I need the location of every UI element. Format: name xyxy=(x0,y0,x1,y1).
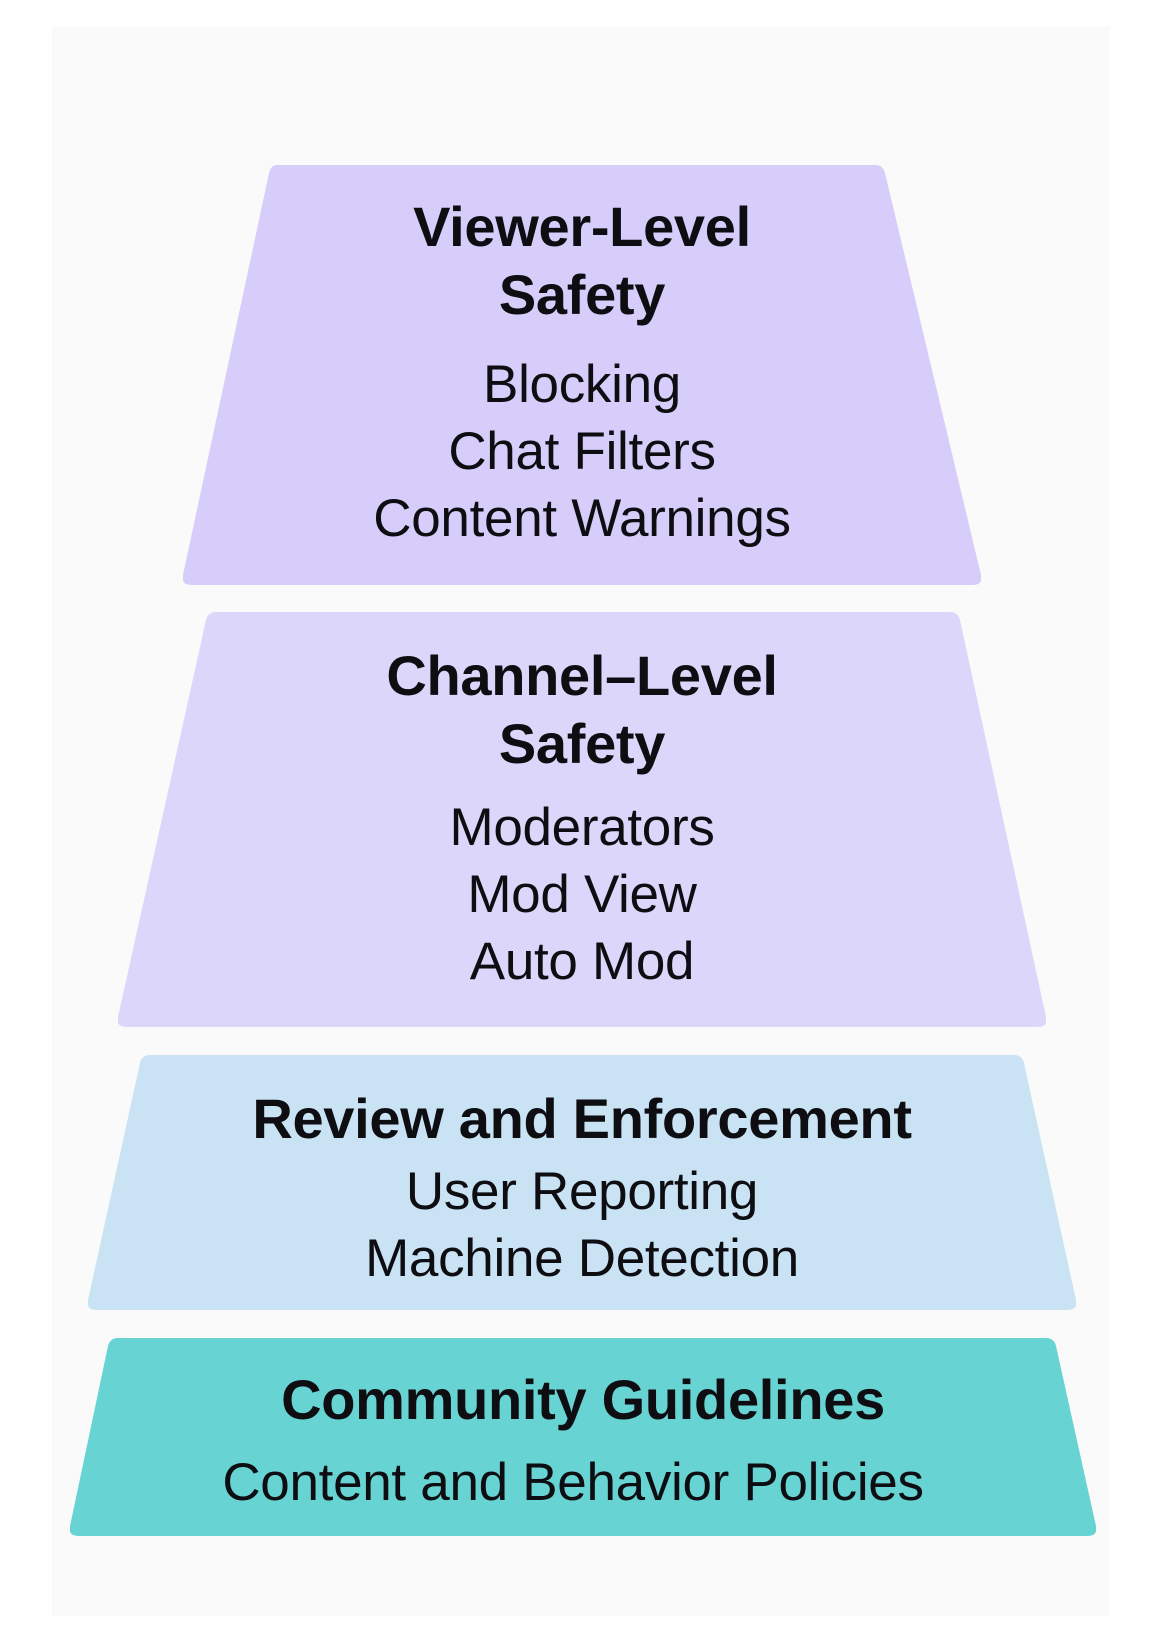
tier-item: Blocking xyxy=(483,355,681,414)
tier-shape xyxy=(70,1338,1096,1536)
tier-item: Auto Mod xyxy=(469,932,695,991)
tier-text: Viewer-Level Safety Blocking Chat Filter… xyxy=(183,193,981,552)
tier-item: Content and Behavior Policies xyxy=(222,1453,924,1512)
tier-item: Machine Detection xyxy=(365,1229,799,1288)
tier-text: Review and Enforcement User Reporting Ma… xyxy=(88,1085,1076,1292)
tier-item: User Reporting xyxy=(405,1162,759,1221)
tier-title: Viewer-Level Safety xyxy=(413,195,751,326)
tier-item: Moderators xyxy=(449,798,715,857)
tier-shape xyxy=(118,612,1046,1027)
tier-title: Channel–Level Safety xyxy=(386,644,778,775)
tier-item: Chat Filters xyxy=(448,422,716,481)
tier-shape xyxy=(183,165,981,585)
tier-text: Community Guidelines Content and Behavio… xyxy=(70,1366,1096,1516)
tier-title: Community Guidelines xyxy=(281,1368,885,1431)
tier-text: Channel–Level Safety Moderators Mod View… xyxy=(118,642,1046,995)
tier-channel-level-safety: Channel–Level Safety Moderators Mod View… xyxy=(118,612,1046,1027)
tier-community-guidelines: Community Guidelines Content and Behavio… xyxy=(70,1338,1096,1536)
tier-review-and-enforcement: Review and Enforcement User Reporting Ma… xyxy=(88,1055,1076,1310)
tier-shape xyxy=(88,1055,1076,1310)
tier-item: Content Warnings xyxy=(373,489,791,548)
tier-viewer-level-safety: Viewer-Level Safety Blocking Chat Filter… xyxy=(183,165,981,585)
tier-item: Mod View xyxy=(467,865,697,924)
tier-title: Review and Enforcement xyxy=(252,1087,912,1150)
